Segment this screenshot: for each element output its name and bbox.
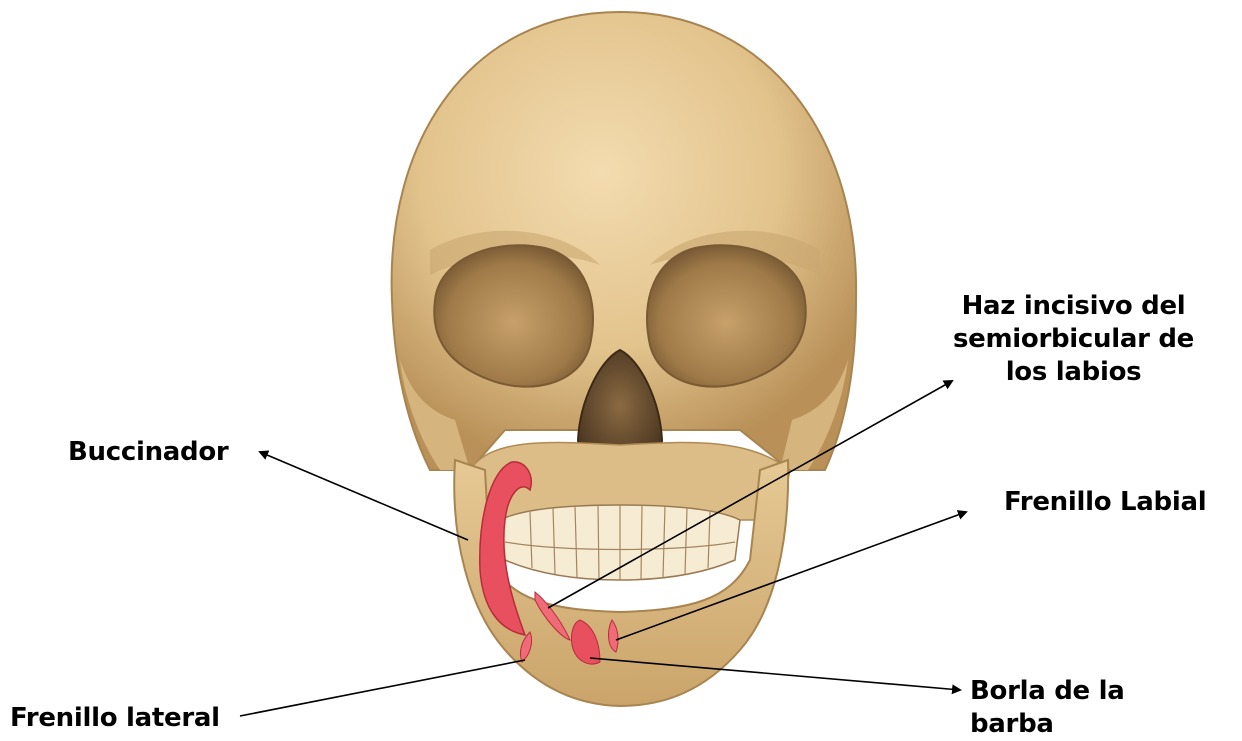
label-buccinador: Buccinador [68,436,228,469]
label-frenillo-lateral: Frenillo lateral [10,702,220,735]
teeth [500,505,740,580]
label-borla-de-la-barba: Borla de la barba [970,675,1160,741]
label-frenillo-labial: Frenillo Labial [1004,486,1206,519]
leader-frenillo-lateral [240,660,525,716]
label-haz-incisivo: Haz incisivo del semiorbicular de los la… [936,290,1211,389]
